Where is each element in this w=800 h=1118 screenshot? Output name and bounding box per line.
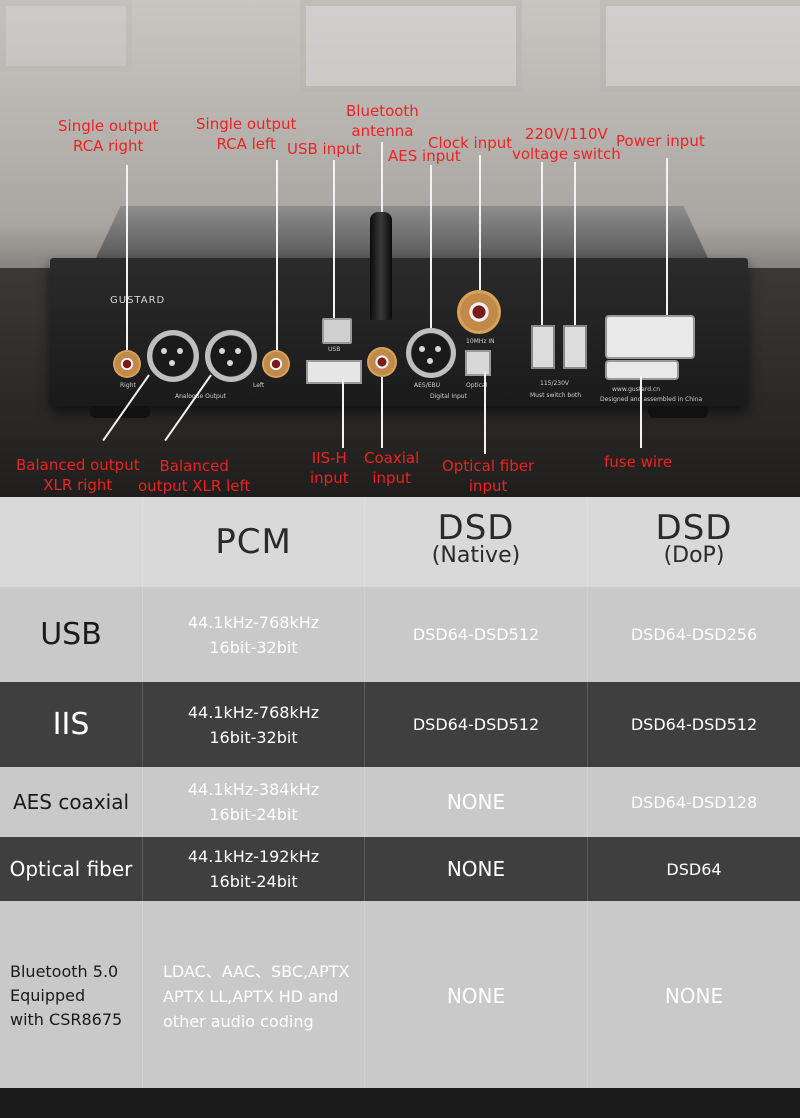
cell-dsd-dop: DSD64-DSD256 xyxy=(630,625,758,644)
row-label: Optical fiber xyxy=(0,837,143,901)
panel-label-aes-ebu: AES/EBU xyxy=(414,382,441,389)
clock-input-jack xyxy=(457,290,501,334)
bluetooth-antenna xyxy=(370,212,392,320)
leader-line xyxy=(430,165,432,328)
leader-line xyxy=(381,142,383,212)
cell-dsd-dop: DSD64-DSD128 xyxy=(630,792,758,812)
leader-line xyxy=(574,162,576,325)
annotation-rca-right: Single output RCA right xyxy=(58,117,159,155)
cell-pcm: 44.1kHz-768kHz 16bit-32bit xyxy=(143,682,365,767)
row-label: USB xyxy=(0,587,143,682)
leader-line xyxy=(276,160,278,350)
fuse-holder xyxy=(605,360,679,380)
panel-label-usb: USB xyxy=(328,346,341,353)
power-iec-socket xyxy=(605,315,695,359)
leader-line xyxy=(333,160,335,318)
rca-left-jack xyxy=(262,350,290,378)
panel-label-clock-in: 10MHz IN xyxy=(466,338,495,345)
annotation-xlr-left: Balanced output XLR left xyxy=(138,457,251,495)
annotation-bluetooth-antenna: Bluetooth antenna xyxy=(346,102,419,140)
header-pcm: PCM xyxy=(143,497,365,587)
voltage-switch-1 xyxy=(531,325,555,369)
voltage-switch-2 xyxy=(563,325,587,369)
panel-label-voltage: 115/230V xyxy=(540,380,570,387)
cell-dsd-dop: NONE xyxy=(664,983,724,1008)
iis-hdmi-port xyxy=(306,360,362,384)
annotation-power-input: Power input xyxy=(616,132,705,150)
header-empty-cell xyxy=(0,497,143,587)
row-label: IIS xyxy=(0,682,143,767)
table-bottom-edge xyxy=(0,1088,800,1118)
annotation-optical-input: Optical fiber input xyxy=(442,457,535,495)
row-label: AES coaxial xyxy=(0,767,143,837)
device-top-panel xyxy=(96,206,708,258)
cell-pcm: 44.1kHz-768kHz 16bit-32bit xyxy=(143,587,365,682)
cell-dsd-native: NONE xyxy=(365,767,588,837)
cell-dsd-native: NONE xyxy=(365,901,588,1091)
table-row: USB 44.1kHz-768kHz 16bit-32bit DSD64-DSD… xyxy=(0,587,800,682)
leader-line xyxy=(342,380,344,448)
panel-label-made-in: Designed and assembled in China xyxy=(600,396,703,403)
table-header-row: PCM DSD (Native) DSD (DoP) xyxy=(0,497,800,587)
annotation-fuse-wire: fuse wire xyxy=(604,453,673,471)
rca-right-jack xyxy=(113,350,141,378)
table-row: Bluetooth 5.0 Equipped with CSR8675 LDAC… xyxy=(0,901,800,1091)
leader-line xyxy=(484,372,486,454)
usb-port xyxy=(322,318,352,344)
cell-dsd-dop: DSD64 xyxy=(666,859,722,879)
annotation-xlr-right: Balanced output XLR right xyxy=(16,456,140,494)
annotation-coaxial-input: Coaxial input xyxy=(364,449,420,487)
cell-dsd-native: DSD64-DSD512 xyxy=(365,587,588,682)
annotation-voltage-switch: 220V/110V voltage switch xyxy=(512,125,621,163)
device-foot xyxy=(90,406,150,418)
leader-line xyxy=(640,376,642,448)
panel-label-must-switch: Must switch both xyxy=(530,392,582,399)
xlr-left-jack xyxy=(205,330,257,382)
optical-port xyxy=(465,350,491,376)
panel-label-site: www.gustard.cn xyxy=(612,386,661,393)
annotation-aes-input: AES input xyxy=(388,147,461,165)
device-foot xyxy=(648,406,708,418)
xlr-right-jack xyxy=(147,330,199,382)
table-row: IIS 44.1kHz-768kHz 16bit-32bit DSD64-DSD… xyxy=(0,682,800,767)
cell-pcm: 44.1kHz-384kHz 16bit-24bit xyxy=(143,767,365,837)
annotation-usb-input: USB input xyxy=(287,140,362,158)
header-dsd-native-top: DSD xyxy=(437,508,515,548)
header-dsd-native: DSD (Native) xyxy=(365,497,588,587)
cell-pcm: LDAC、AAC、SBC,APTX APTX LL,APTX HD and ot… xyxy=(143,901,365,1091)
leader-line xyxy=(479,155,481,290)
row-label: Bluetooth 5.0 Equipped with CSR8675 xyxy=(0,901,143,1091)
header-dsd-dop-sub: (DoP) xyxy=(663,543,725,568)
product-photo: GUSTARD Right Left Analogue Output USB A… xyxy=(0,0,800,497)
background-window xyxy=(300,0,522,92)
panel-label-optical: Optical xyxy=(466,382,488,389)
panel-label-digital-input: Digital Input xyxy=(430,393,467,400)
table-row: Optical fiber 44.1kHz-192kHz 16bit-24bit… xyxy=(0,837,800,901)
leader-line xyxy=(381,377,383,448)
panel-label-right: Right xyxy=(120,382,136,389)
leader-line xyxy=(126,165,128,350)
header-dsd-native-sub: (Native) xyxy=(431,543,521,568)
leader-line xyxy=(541,162,543,325)
brand-logo: GUSTARD xyxy=(110,295,166,306)
cell-dsd-native: NONE xyxy=(365,837,588,901)
header-dsd-dop: DSD (DoP) xyxy=(588,497,800,587)
panel-label-analogue-output: Analogue Output xyxy=(175,393,226,400)
background-window xyxy=(0,0,132,72)
annotation-iis-input: IIS-H input xyxy=(310,449,349,487)
aes-jack xyxy=(406,328,456,378)
cell-pcm: 44.1kHz-192kHz 16bit-24bit xyxy=(143,837,365,901)
panel-label-left: Left xyxy=(253,382,265,389)
leader-line xyxy=(666,158,668,315)
header-dsd-dop-top: DSD xyxy=(655,508,733,548)
format-support-table: PCM DSD (Native) DSD (DoP) USB 44.1kHz-7… xyxy=(0,497,800,1113)
background-window xyxy=(600,0,800,92)
annotation-clock-input: Clock input xyxy=(428,134,513,152)
cell-dsd-dop: DSD64-DSD512 xyxy=(630,715,758,734)
annotation-rca-left: Single output RCA left xyxy=(196,115,297,153)
table-row: AES coaxial 44.1kHz-384kHz 16bit-24bit N… xyxy=(0,767,800,837)
cell-dsd-native: DSD64-DSD512 xyxy=(365,682,588,767)
coaxial-jack xyxy=(367,347,397,377)
